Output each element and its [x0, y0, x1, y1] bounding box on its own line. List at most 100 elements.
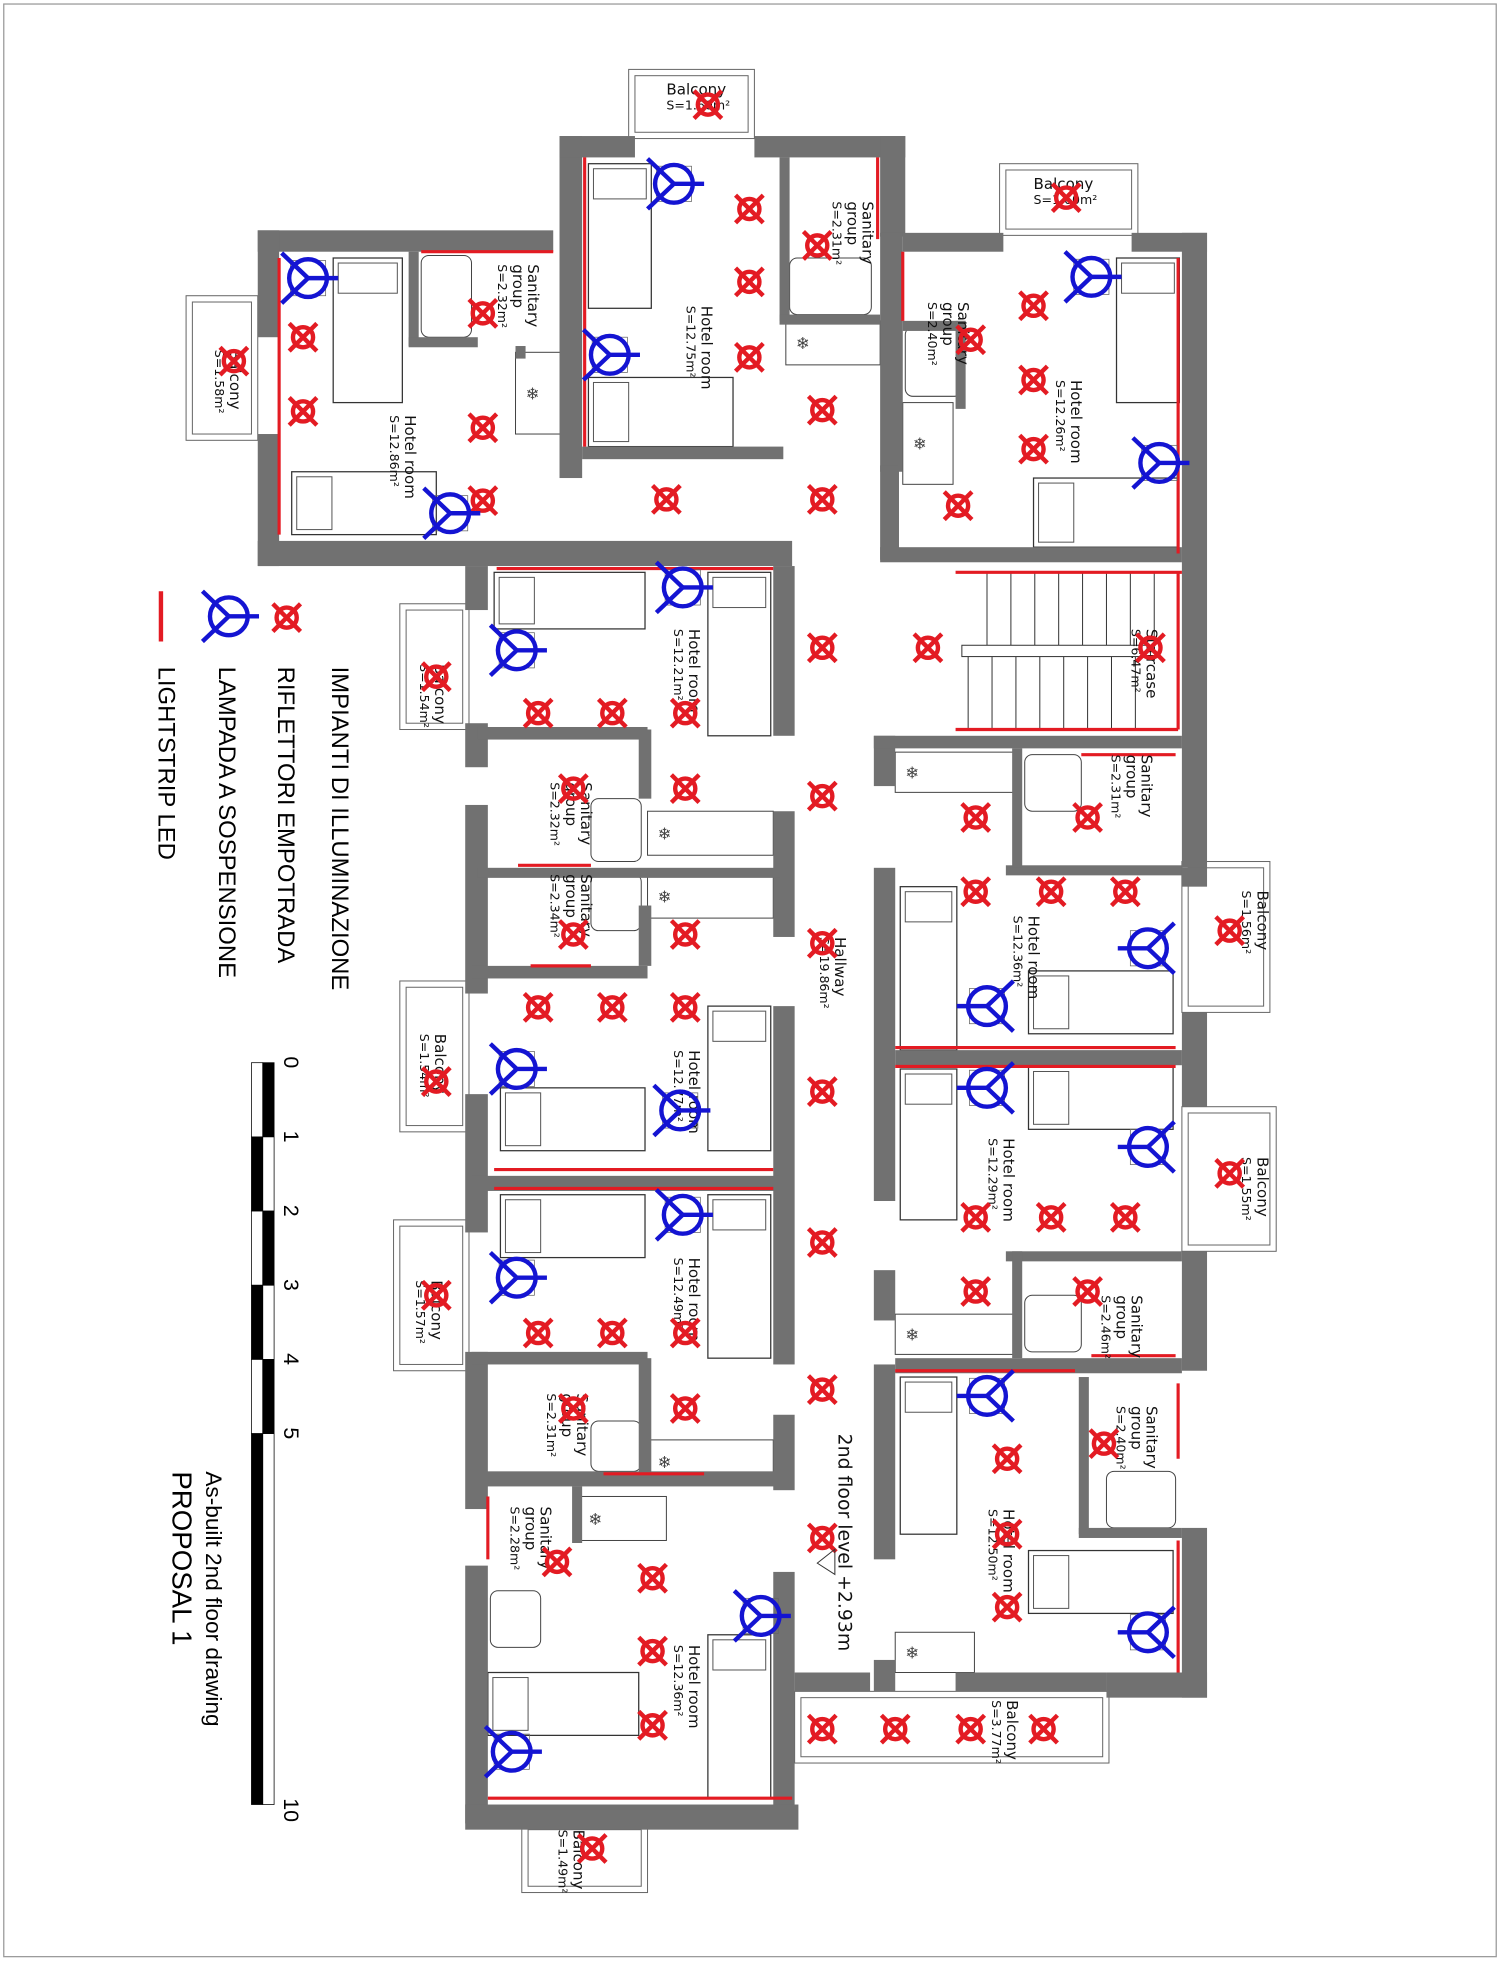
pendant-lamp-icon — [956, 1061, 1015, 1115]
recessed-spotlight-icon — [1018, 364, 1049, 396]
recessed-spotlight-icon — [557, 1393, 589, 1424]
balcony-outline — [628, 68, 755, 140]
bed — [899, 1068, 958, 1221]
room-name: Sanitary — [1128, 1295, 1146, 1358]
shower-tray — [1024, 1294, 1082, 1353]
room-name: Hallway — [831, 937, 849, 997]
recessed-spotlight-icon — [541, 1546, 573, 1578]
scale-segment — [251, 1359, 264, 1434]
scale-tick-label: 4 — [279, 1353, 303, 1365]
recessed-spotlight-icon — [912, 632, 944, 664]
snowflake-icon: ❄ — [658, 1453, 672, 1472]
scale-segment — [251, 1210, 264, 1286]
recessed-spotlight-icon — [879, 1713, 911, 1745]
wall — [902, 320, 966, 331]
wall — [1012, 748, 1023, 868]
wall — [1012, 1251, 1023, 1359]
wall — [902, 232, 1004, 252]
recessed-spotlight-icon — [637, 1562, 668, 1594]
recessed-spotlight-icon — [991, 1518, 1023, 1550]
pillow — [592, 168, 647, 200]
recessed-spotlight-icon — [1018, 433, 1049, 465]
wall — [779, 157, 790, 321]
recessed-spotlight-icon — [467, 412, 499, 444]
recessed-spotlight-icon — [806, 394, 838, 426]
scale-tick-label: 5 — [279, 1427, 303, 1439]
balcony-outline — [185, 295, 259, 441]
bed — [587, 376, 734, 448]
wall — [880, 232, 903, 472]
pendant-lamp-icon — [200, 589, 260, 644]
recessed-spotlight-icon — [557, 773, 589, 804]
wall — [408, 251, 419, 347]
balcony-railing — [1005, 169, 1133, 230]
scale-segment — [251, 1062, 264, 1138]
pendant-lamp-icon — [280, 251, 339, 305]
shower-tray — [590, 873, 642, 932]
recessed-spotlight-icon — [733, 266, 765, 298]
pendant-lamp-icon — [1131, 436, 1190, 490]
shower-tray — [590, 1420, 642, 1472]
wall — [1078, 1377, 1089, 1535]
recessed-spotlight-icon — [557, 919, 589, 950]
recessed-spotlight-icon — [467, 485, 499, 517]
pendant-lamp-icon — [652, 1083, 711, 1138]
recessed-spotlight-icon — [1135, 632, 1166, 664]
recessed-spotlight-icon — [522, 697, 554, 729]
shower-tray — [789, 257, 872, 316]
room-name: group — [1123, 755, 1141, 799]
pendant-lamp-icon — [646, 157, 705, 211]
room-name: Sanitary — [524, 264, 542, 327]
scale-segment — [262, 1062, 275, 1138]
room-name: group — [1113, 1295, 1131, 1339]
room-area: S=2.46m² — [1098, 1295, 1113, 1359]
wall — [572, 1486, 583, 1543]
furniture: ❄❄❄❄❄❄❄❄❄❄ — [291, 163, 1181, 1799]
scale-segment — [262, 1433, 275, 1805]
wall — [559, 136, 635, 158]
room-name: Balcony — [1003, 1700, 1021, 1760]
bed — [291, 471, 437, 536]
wall — [465, 566, 488, 611]
recessed-spotlight-icon — [806, 1713, 838, 1745]
shower-tray — [1105, 1470, 1177, 1529]
wall — [873, 1270, 896, 1321]
room-name: Hotel room — [685, 1645, 703, 1729]
pillow — [296, 476, 333, 531]
recessed-spotlight-icon — [669, 773, 701, 804]
recessed-spotlight-icon — [218, 345, 250, 377]
room-name: group — [509, 264, 527, 308]
wall — [1181, 1527, 1208, 1698]
pillow — [498, 576, 535, 625]
wall — [773, 566, 795, 736]
pillow — [904, 891, 953, 923]
recessed-spotlight-icon — [955, 324, 987, 356]
wall — [794, 1672, 871, 1692]
kitchenette — [785, 320, 881, 366]
scale-tick-label: 0 — [279, 1056, 303, 1068]
balcony-railing — [1187, 867, 1265, 1007]
room-area: S=12.86m² — [387, 415, 402, 487]
pillow — [504, 1092, 542, 1147]
pendant-lamp-icon — [488, 623, 547, 678]
pillow — [904, 1381, 953, 1413]
kitchenette — [894, 1313, 1019, 1355]
recessed-spotlight-icon — [596, 697, 628, 729]
recessed-spotlight-icon — [806, 1374, 838, 1405]
recessed-spotlight-icon — [669, 697, 701, 729]
recessed-spotlight-icon — [1018, 290, 1049, 322]
pillow — [1038, 482, 1075, 543]
room-name: group — [562, 874, 580, 918]
room-name: Hotel room — [401, 415, 419, 499]
recessed-spotlight-icon — [576, 1833, 608, 1864]
kitchenette — [902, 402, 954, 485]
pillow — [904, 1073, 953, 1105]
room-name: Sanitary — [573, 1393, 591, 1456]
snowflake-icon: ❄ — [796, 334, 810, 353]
room-name: Hotel room — [1024, 916, 1042, 1000]
recessed-spotlight-icon — [1035, 1201, 1067, 1233]
balcony-railing — [191, 301, 252, 435]
wall — [779, 314, 881, 325]
recessed-spotlight-icon — [733, 193, 765, 225]
